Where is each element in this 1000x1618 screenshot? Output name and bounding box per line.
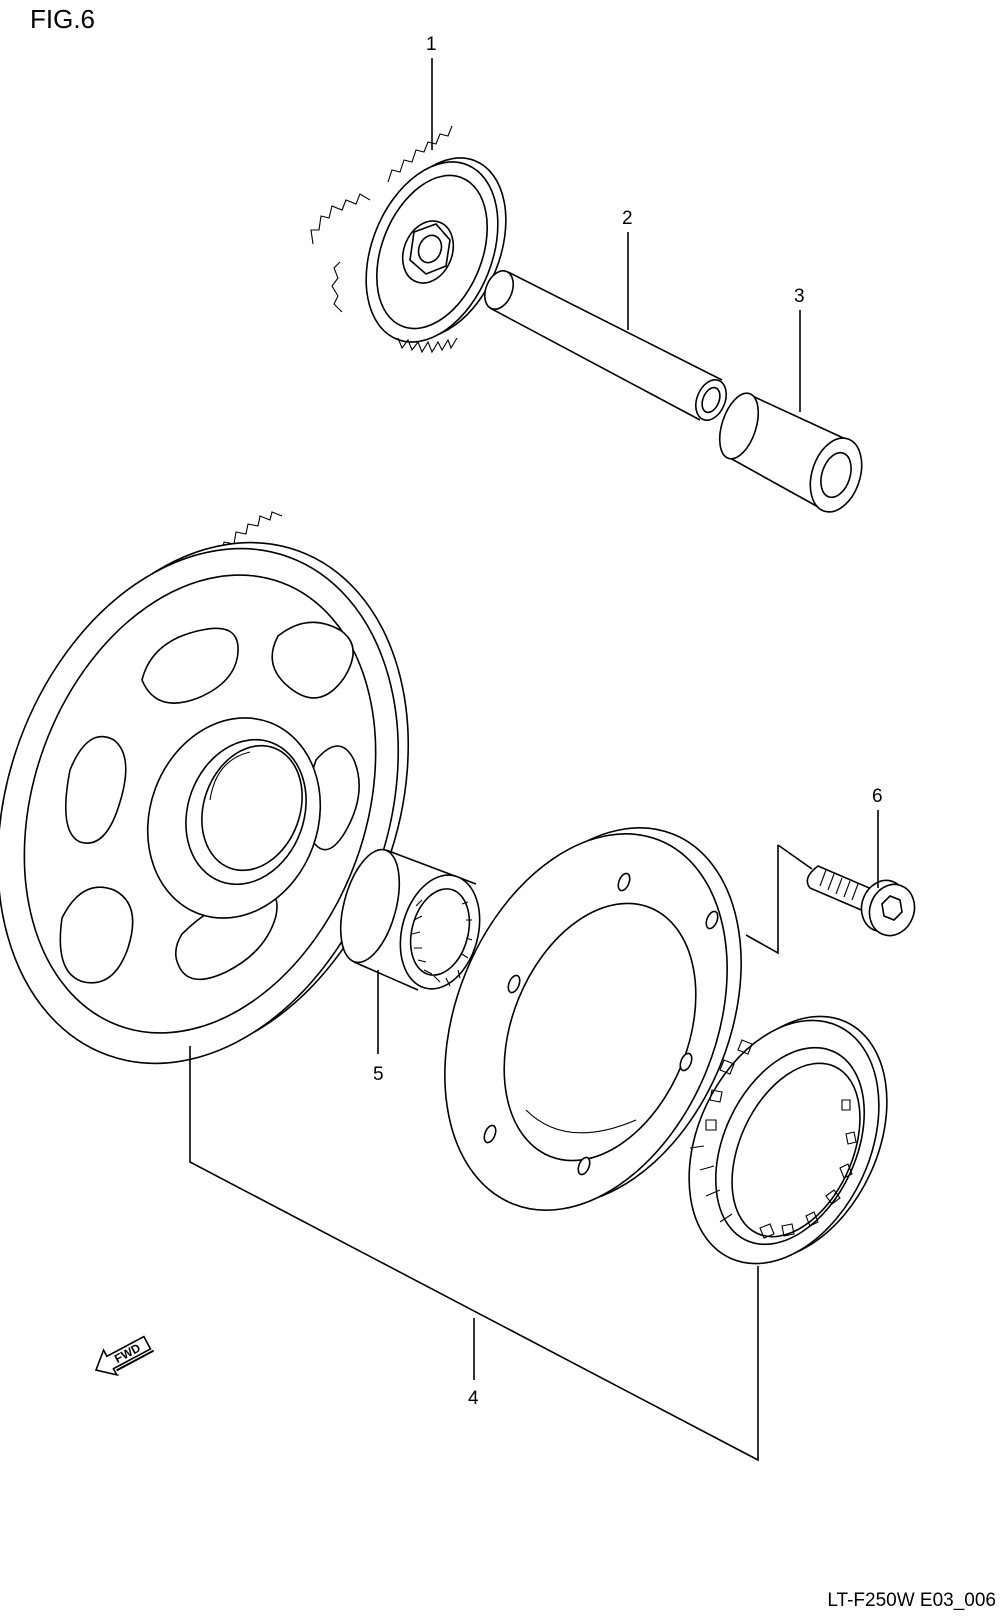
callout-5: 5 — [373, 1064, 384, 1085]
leader-lines — [189, 58, 879, 1462]
fwd-arrow-icon: FWD — [94, 1335, 155, 1377]
callout-6: 6 — [872, 786, 883, 807]
part-2-shaft[interactable] — [479, 267, 731, 425]
callout-3: 3 — [794, 286, 805, 307]
part-3-bushing[interactable] — [712, 388, 870, 518]
figure-code: LT-F250W E03_006 — [827, 1590, 996, 1611]
clutch-housing[interactable] — [392, 786, 794, 1253]
part-4-driven-gear[interactable] — [0, 486, 477, 1120]
callout-1: 1 — [426, 34, 437, 55]
callout-4: 4 — [468, 1388, 479, 1409]
part-5-needle-bearing[interactable] — [330, 843, 492, 998]
figure-title: FIG.6 — [30, 4, 95, 34]
one-way-clutch[interactable] — [652, 986, 924, 1295]
part-1-idle-gear[interactable] — [310, 125, 531, 362]
callout-2: 2 — [622, 208, 633, 229]
part-6-bolt[interactable] — [806, 865, 921, 942]
